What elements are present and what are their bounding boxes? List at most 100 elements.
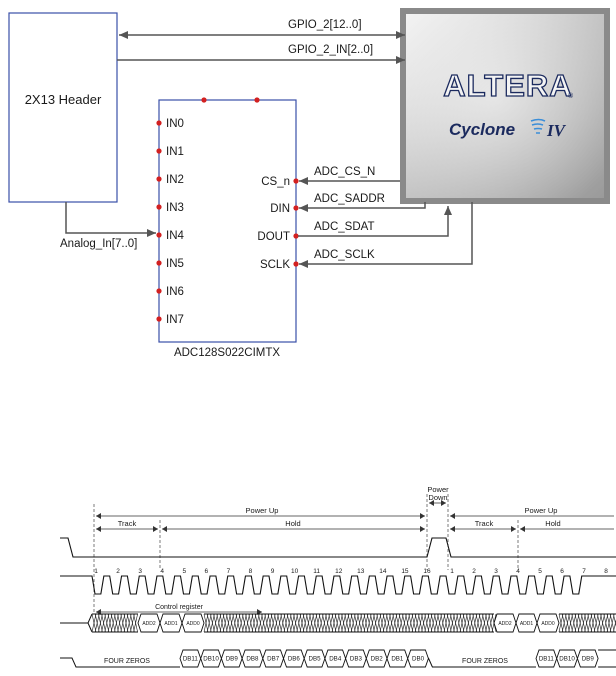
bit-label: ADD0	[186, 621, 200, 627]
bit-label: ADD1	[164, 621, 178, 627]
adc-pin-dot	[156, 232, 162, 238]
adc-pin-dout: DOUT	[257, 231, 290, 243]
bit-label: DB9	[226, 656, 239, 663]
adc-pin-dot	[156, 260, 162, 266]
power-down-label-2: Down	[428, 493, 447, 502]
adc-pin-sclk: SCLK	[260, 259, 290, 271]
control-register-label: Control register	[155, 604, 204, 611]
adc-input-in4: IN4	[166, 230, 185, 242]
power-up-label-right: Power Up	[525, 506, 558, 515]
clock-number: 14	[379, 568, 387, 575]
adc-block: ADC128S022CIMTX IN0IN1IN2IN3IN4IN5IN6IN7…	[156, 97, 299, 359]
clock-number: 15	[401, 568, 409, 575]
adc-signal-wires: ADC_CS_N ADC_SADDR ADC_SDAT ADC_SCLK	[298, 166, 473, 268]
adc-pin-dot	[293, 205, 299, 211]
analog-in-arrow: Analog_In[7..0]	[60, 202, 156, 250]
clock-number: 2	[116, 568, 120, 575]
adc-pin-dot	[293, 178, 299, 184]
clock-number: 3	[494, 568, 498, 575]
bit-label: DB1	[391, 656, 404, 663]
adc-pin-din: DIN	[270, 203, 290, 215]
bit-label: DB7	[267, 656, 280, 663]
clock-number: 2	[472, 568, 476, 575]
adc-part-number: ADC128S022CIMTX	[174, 347, 280, 359]
adc-input-in2: IN2	[166, 174, 184, 186]
bit-label: ADD0	[541, 621, 555, 627]
signal-adc-sclk: ADC_SCLK	[314, 249, 375, 261]
cyclone-swirl-icon	[530, 118, 546, 134]
header-box	[8, 12, 118, 203]
clock-number: 16	[423, 568, 431, 575]
phase-labels: Power Up Track Hold Power Down Power Up …	[118, 485, 561, 611]
header-block: 2X13 Header	[8, 12, 118, 203]
track-label: Track	[118, 519, 137, 528]
header-label: 2X13 Header	[25, 92, 102, 107]
bit-label: DB11	[539, 656, 555, 663]
cyclone-logo: Cyclone	[449, 120, 515, 139]
power-down-label-1: Power	[427, 485, 449, 494]
bit-label: DB4	[329, 656, 342, 663]
signal-adc-cs-n: ADC_CS_N	[314, 166, 375, 178]
clock-number: 1	[450, 568, 454, 575]
adc-pin-dot	[156, 120, 162, 126]
adc-input-in6: IN6	[166, 286, 184, 298]
four-zeros-label: FOUR ZEROS	[104, 658, 150, 665]
clock-number: 1	[94, 568, 98, 575]
bit-label: ADD2	[142, 621, 156, 627]
analog-in-label: Analog_In[7..0]	[60, 238, 137, 250]
signal-adc-sdat: ADC_SDAT	[314, 221, 375, 233]
clock-number: 8	[604, 568, 608, 575]
bit-label: DB11	[183, 656, 199, 663]
bit-label: DB10	[559, 656, 575, 663]
cyclone-suffix: IV	[546, 121, 567, 140]
adc-input-in0: IN0	[166, 118, 184, 130]
phase-arrows	[96, 500, 614, 615]
adc-input-in1: IN1	[166, 146, 184, 158]
adc-pin-dot	[293, 233, 299, 239]
adc-box	[158, 99, 297, 343]
adc-pin-dot	[293, 261, 299, 267]
fpga-chip: ALTERA ® Cyclone IV	[400, 8, 610, 204]
clock-number: 10	[291, 568, 299, 575]
clock-number: 7	[227, 568, 231, 575]
power-up-label: Power Up	[246, 506, 279, 515]
timing-markers	[93, 494, 519, 612]
adc-pin-dot	[156, 148, 162, 154]
adc-pin-dot	[156, 176, 162, 182]
clock-number: 13	[357, 568, 365, 575]
bit-label: DB6	[288, 656, 301, 663]
bit-cell	[181, 613, 205, 633]
bit-cell	[536, 613, 560, 633]
clock-number: 4	[160, 568, 164, 575]
clock-number: 11	[313, 568, 320, 575]
hold-label: Hold	[285, 519, 300, 528]
altera-logo: ALTERA	[443, 68, 572, 103]
clock-number: 7	[582, 568, 586, 575]
clock-number: 12	[335, 568, 343, 575]
bit-label: ADD1	[520, 621, 534, 627]
signal-adc-saddr: ADC_SADDR	[314, 193, 385, 205]
sclk-waveform	[60, 575, 616, 595]
gpio-2-label: GPIO_2[12..0]	[288, 19, 362, 31]
adc-pin-dot	[156, 204, 162, 210]
clock-number: 9	[271, 568, 275, 575]
cs-waveform	[60, 537, 616, 558]
bit-label: DB9	[582, 656, 595, 663]
clock-number: 4	[516, 568, 520, 575]
clock-number: 6	[205, 568, 209, 575]
bit-cell	[576, 649, 599, 668]
clock-number: 5	[538, 568, 542, 575]
bit-label: DB10	[203, 656, 219, 663]
timing-diagram: Power Up Track Hold Power Down Power Up …	[60, 485, 616, 668]
bit-label: DB8	[246, 656, 259, 663]
clock-number: 6	[560, 568, 564, 575]
adc-input-in3: IN3	[166, 202, 184, 214]
gpio-bus-arrows: GPIO_2[12..0] GPIO_2_IN[2..0]	[117, 19, 405, 64]
clock-number: 3	[138, 568, 142, 575]
bit-label: DB0	[412, 656, 425, 663]
hold-label-right: Hold	[545, 519, 560, 528]
